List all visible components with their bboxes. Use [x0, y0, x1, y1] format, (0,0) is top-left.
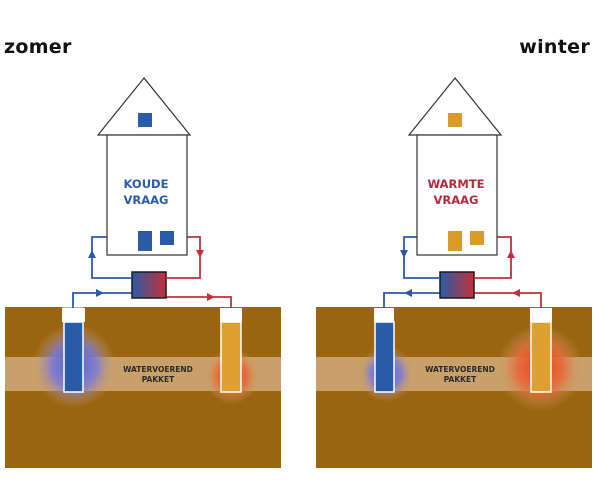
winter-cold-well [374, 308, 395, 393]
winter-house-window-left [448, 231, 462, 251]
winter-warm-well [530, 308, 552, 393]
winter-arrow-blue-left [404, 289, 412, 297]
winter-arrow-blue-down [400, 250, 408, 258]
winter-aquifer-label-1: WATERVOEREND [425, 365, 495, 374]
summer-warm-well [220, 308, 242, 393]
winter-arrow-red-up [507, 250, 515, 258]
summer-heat-exchanger [131, 271, 167, 299]
winter-arrow-red-left [512, 289, 520, 297]
winter-aquifer-label-2: PAKKET [444, 375, 477, 384]
winter-ground-pipes [383, 292, 542, 308]
winter-heat-exchanger [439, 271, 475, 299]
winter-house: WARMTE VRAAG [407, 77, 503, 256]
winter-panel: WATERVOEREND PAKKET [316, 77, 592, 468]
summer-aquifer-label-1: WATERVOEREND [123, 365, 193, 374]
summer-ground-pipes [72, 292, 232, 308]
summer-cold-well [62, 307, 85, 393]
summer-arrow-red-down [196, 250, 204, 258]
summer-panel: WATERVOEREND PAKKET [5, 77, 281, 468]
winter-demand-line1: WARMTE [427, 177, 484, 191]
summer-arrow-blue-right [96, 289, 104, 297]
winter-title: winter [519, 36, 590, 58]
summer-demand-line1: KOUDE [124, 177, 169, 191]
summer-arrow-blue-up [88, 250, 96, 258]
summer-house-window-left [138, 231, 152, 251]
summer-aquifer-label-2: PAKKET [142, 375, 175, 384]
summer-house: KOUDE VRAAG [96, 77, 192, 256]
summer-arrow-red-right [207, 293, 215, 301]
summer-title: zomer [4, 36, 72, 58]
winter-house-window-right [470, 231, 484, 245]
summer-house-attic-window [138, 113, 152, 127]
winter-demand-line2: VRAAG [434, 193, 479, 207]
winter-house-attic-window [448, 113, 462, 127]
summer-demand-line2: VRAAG [124, 193, 169, 207]
summer-house-window-right [160, 231, 174, 245]
